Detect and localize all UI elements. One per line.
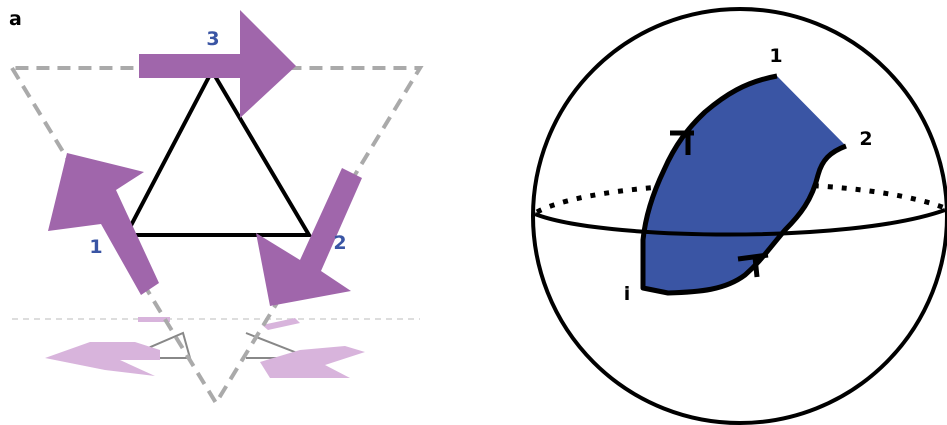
arrow-1: [48, 153, 159, 295]
panel-a: a 3 1 2: [9, 8, 424, 407]
equator-back-dotted: [535, 181, 946, 215]
arrow-3-label: 3: [206, 28, 219, 50]
point-label-2: 2: [859, 128, 872, 150]
arrow-2-label: 2: [333, 232, 346, 254]
tick-marker-upper: [670, 130, 694, 155]
point-label-i: i: [624, 283, 631, 305]
faded-arrow-small-left: [138, 317, 170, 322]
faded-arrow-small-right: [262, 318, 300, 330]
arrow-1-label: 1: [89, 236, 102, 258]
faded-arrow-right: [260, 346, 365, 378]
patch-outline: [640, 73, 847, 296]
arrow-3: [139, 10, 296, 118]
sphere-outline: [531, 7, 947, 425]
arrow-2: [256, 168, 362, 306]
blue-patch: [643, 76, 846, 293]
point-label-1: 1: [769, 45, 782, 67]
tick-marker-lower: [737, 252, 769, 278]
equator-front: [534, 208, 946, 237]
inner-triangle: [122, 66, 313, 237]
faded-arrow-left: [45, 342, 160, 376]
panel-label: a: [9, 8, 22, 30]
faded-reflection: [12, 317, 420, 378]
sphere-panel: 1 2 i: [531, 7, 947, 425]
